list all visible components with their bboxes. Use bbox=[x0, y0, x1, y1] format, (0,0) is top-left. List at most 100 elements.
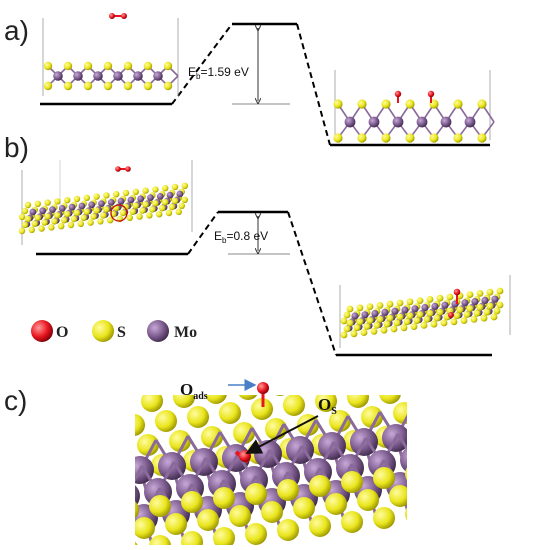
sulfur-atom bbox=[205, 395, 227, 404]
molybdenum-atom bbox=[93, 71, 103, 81]
sulfur-atom bbox=[103, 206, 110, 213]
molybdenum-atom bbox=[98, 200, 105, 208]
sulfur-atom bbox=[165, 513, 187, 535]
sulfur-atom bbox=[169, 430, 191, 452]
sulfur-atom bbox=[466, 305, 474, 312]
sulfur-atom bbox=[219, 402, 241, 424]
sulfur-atom bbox=[470, 316, 478, 323]
molybdenum-atom bbox=[411, 305, 419, 313]
molybdenum-atom bbox=[441, 301, 449, 309]
sulfur-atom bbox=[350, 330, 358, 338]
sulfur-atom bbox=[413, 317, 421, 324]
sulfur-atom bbox=[162, 199, 169, 206]
legend-mo-label: Mo bbox=[174, 324, 197, 341]
sulfur-atom bbox=[439, 418, 461, 440]
sulfur-atom bbox=[58, 223, 65, 230]
sulfur-atom bbox=[397, 358, 419, 380]
sulfur-atom bbox=[73, 209, 81, 217]
sulfur-atom bbox=[201, 426, 223, 448]
sulfur-atom bbox=[301, 370, 323, 392]
o2-molecule-b bbox=[115, 166, 131, 172]
sulfur-atom bbox=[386, 314, 394, 322]
sulfur-atom bbox=[405, 507, 407, 521]
sulfur-atom bbox=[83, 208, 91, 215]
sulfur-atom bbox=[379, 395, 401, 404]
sulfur-atom bbox=[24, 201, 32, 209]
molybdenum-atom bbox=[361, 311, 369, 319]
sulfur-atom bbox=[357, 133, 367, 143]
legend-o-swatch bbox=[31, 320, 53, 342]
sulfur-atom bbox=[44, 199, 51, 206]
sulfur-atom bbox=[346, 319, 354, 327]
sulfur-atom bbox=[446, 293, 454, 301]
sulfur-atom bbox=[423, 316, 431, 323]
sulfur-atom bbox=[406, 298, 414, 306]
molybdenum-atom bbox=[351, 312, 359, 320]
sulfur-atom bbox=[403, 318, 411, 326]
mos2-slab-a bbox=[43, 61, 179, 91]
sulfur-atom bbox=[389, 485, 407, 507]
sulfur-atom bbox=[119, 209, 127, 217]
molybdenum-atom bbox=[381, 308, 389, 316]
sulfur-atom bbox=[97, 218, 104, 225]
panel-b-initial-structure bbox=[18, 160, 193, 245]
sulfur-atom bbox=[473, 310, 481, 317]
o-ads-label: Oads bbox=[180, 380, 208, 402]
molybdenum-atom bbox=[481, 296, 489, 304]
sulfur-atom bbox=[329, 410, 351, 432]
panel-a-initial-structure bbox=[42, 13, 179, 96]
molybdenum-atom bbox=[471, 298, 479, 306]
panel-a-final-structure bbox=[333, 70, 495, 143]
molybdenum-atom bbox=[53, 71, 63, 81]
sulfur-atom bbox=[357, 99, 367, 109]
legend-s-swatch bbox=[92, 320, 114, 342]
sulfur-atom bbox=[18, 227, 26, 235]
sulfur-atom bbox=[44, 213, 51, 220]
sulfur-atom bbox=[168, 203, 176, 211]
molybdenum-atom bbox=[491, 295, 499, 303]
mos2-slab-a-final bbox=[333, 99, 495, 143]
adsorbed-o-atom-b bbox=[448, 288, 461, 318]
barrier-label-a: Eb=1.59 eV bbox=[188, 65, 249, 81]
sulfur-atom bbox=[142, 187, 149, 194]
sulfur-atom bbox=[113, 191, 120, 198]
path-a-drop bbox=[296, 23, 331, 146]
sulfur-atom bbox=[175, 208, 182, 215]
sulfur-atom bbox=[21, 207, 29, 215]
panel-b-energy-profile: Eb=0.8 eV bbox=[36, 210, 492, 357]
sulfur-atom bbox=[77, 398, 99, 420]
sulfur-atom bbox=[416, 297, 424, 304]
sulfur-atom bbox=[93, 207, 100, 214]
sulfur-atom bbox=[101, 521, 123, 543]
sulfur-atom bbox=[173, 395, 195, 408]
sulfur-atom bbox=[420, 322, 428, 329]
sulfur-atom bbox=[490, 313, 498, 321]
sulfur-atom bbox=[410, 323, 418, 330]
sulfur-atom bbox=[433, 314, 441, 322]
molybdenum-atom bbox=[176, 190, 184, 198]
molybdenum-atom bbox=[431, 302, 439, 310]
sulfur-atom bbox=[373, 467, 395, 489]
barrier-label-b: Eb=0.8 eV bbox=[214, 229, 268, 245]
molybdenum-atom bbox=[368, 116, 380, 128]
sulfur-atom bbox=[51, 218, 58, 225]
o-ads-atom bbox=[257, 382, 269, 394]
sulfur-atom bbox=[181, 491, 203, 513]
molybdenum-atom bbox=[117, 197, 125, 205]
sulfur-atom bbox=[483, 308, 491, 316]
sulfur-atom bbox=[436, 308, 444, 316]
sulfur-atom bbox=[24, 215, 32, 223]
sulfur-atom bbox=[381, 99, 391, 109]
sulfur-atom bbox=[18, 213, 26, 221]
element-legend: O S Mo bbox=[31, 320, 197, 342]
sulfur-atom bbox=[123, 61, 133, 71]
sulfur-atom bbox=[80, 214, 88, 221]
molybdenum-atom bbox=[133, 71, 143, 81]
sulfur-atom bbox=[135, 501, 139, 519]
path-b-rise bbox=[187, 211, 219, 255]
sulfur-atom bbox=[381, 133, 391, 143]
sulfur-atom bbox=[376, 316, 384, 323]
sulfur-atom bbox=[91, 418, 113, 440]
sulfur-atom bbox=[171, 197, 179, 205]
sulfur-atom bbox=[456, 306, 464, 314]
